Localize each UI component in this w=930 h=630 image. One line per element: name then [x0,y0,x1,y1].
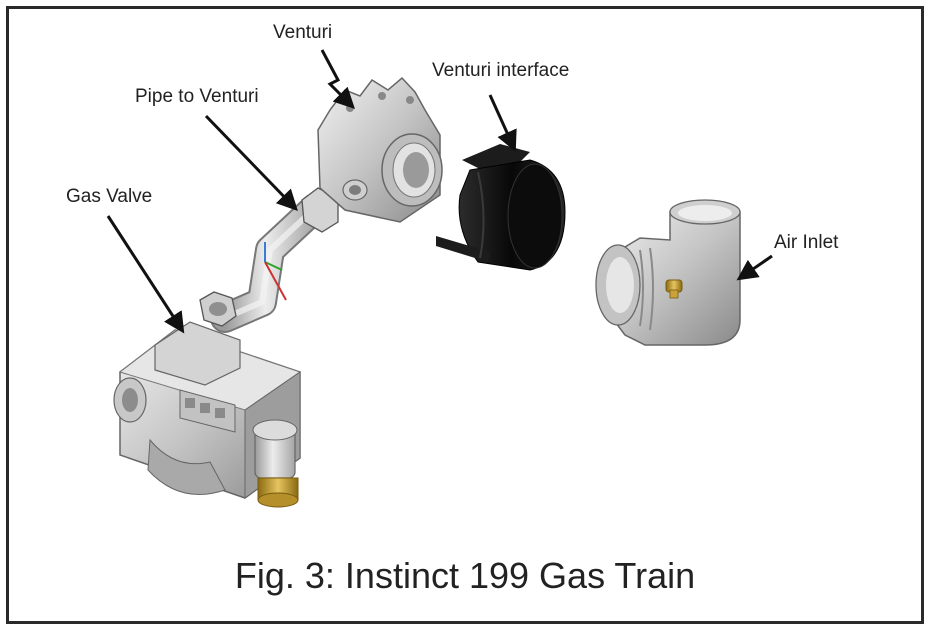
figure-frame [6,6,924,624]
label-air-inlet: Air Inlet [774,232,839,253]
label-venturi-interface: Venturi interface [432,60,570,81]
air-inlet-part [595,199,741,346]
leader-arrows [106,49,773,334]
pipe-to-venturi-part [199,187,339,333]
label-gas-valve: Gas Valve [66,186,153,207]
venturi-interface-part [436,144,566,271]
label-venturi: Venturi [273,22,333,43]
gas-valve-part [113,321,302,508]
venturi-part [317,76,443,223]
arrow-gas-valve [106,215,185,334]
label-pipe-to-venturi: Pipe to Venturi [135,86,259,107]
arrow-venturi [320,49,355,109]
figure-caption: Fig. 3: Instinct 199 Gas Train [234,555,696,596]
arrow-pipe-to-venturi [204,114,298,212]
arrow-air-inlet [736,254,773,281]
arrow-venturi-interface [488,94,517,152]
